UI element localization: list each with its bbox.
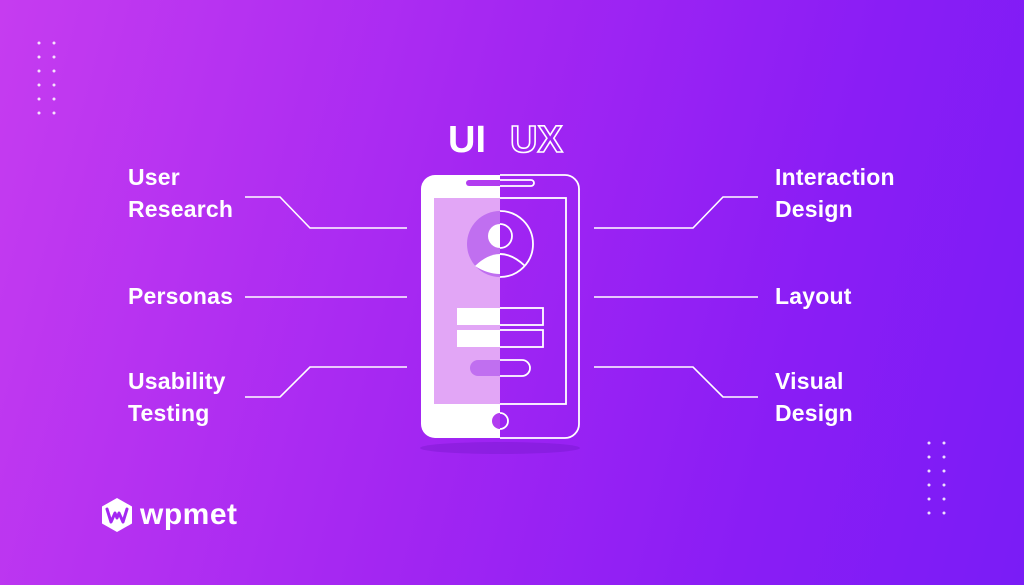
ui-title: UI — [448, 119, 486, 161]
connector-user-research — [245, 196, 407, 229]
brand-logo: wpmet — [100, 497, 238, 533]
dot-grid-bottom-right — [927, 441, 946, 515]
connector-visual-design — [594, 366, 758, 398]
label-interaction-design: Interaction Design — [775, 164, 895, 222]
label-usability-testing: Usability Testing — [128, 368, 226, 426]
wpmet-logo-icon — [102, 498, 132, 532]
label-layout: Layout — [775, 283, 852, 309]
dot-grid-top-left — [37, 41, 56, 115]
label-user-research: User Research — [128, 164, 234, 222]
phone-ui-half — [421, 175, 500, 438]
connector-interaction-design — [594, 196, 758, 229]
label-personas: Personas — [128, 283, 234, 309]
connector-usability-testing — [245, 366, 407, 398]
phone-ux-half — [500, 174, 580, 439]
label-visual-design: Visual Design — [775, 368, 853, 426]
ux-title: UX — [509, 118, 563, 162]
brand-name: wpmet — [140, 498, 238, 531]
